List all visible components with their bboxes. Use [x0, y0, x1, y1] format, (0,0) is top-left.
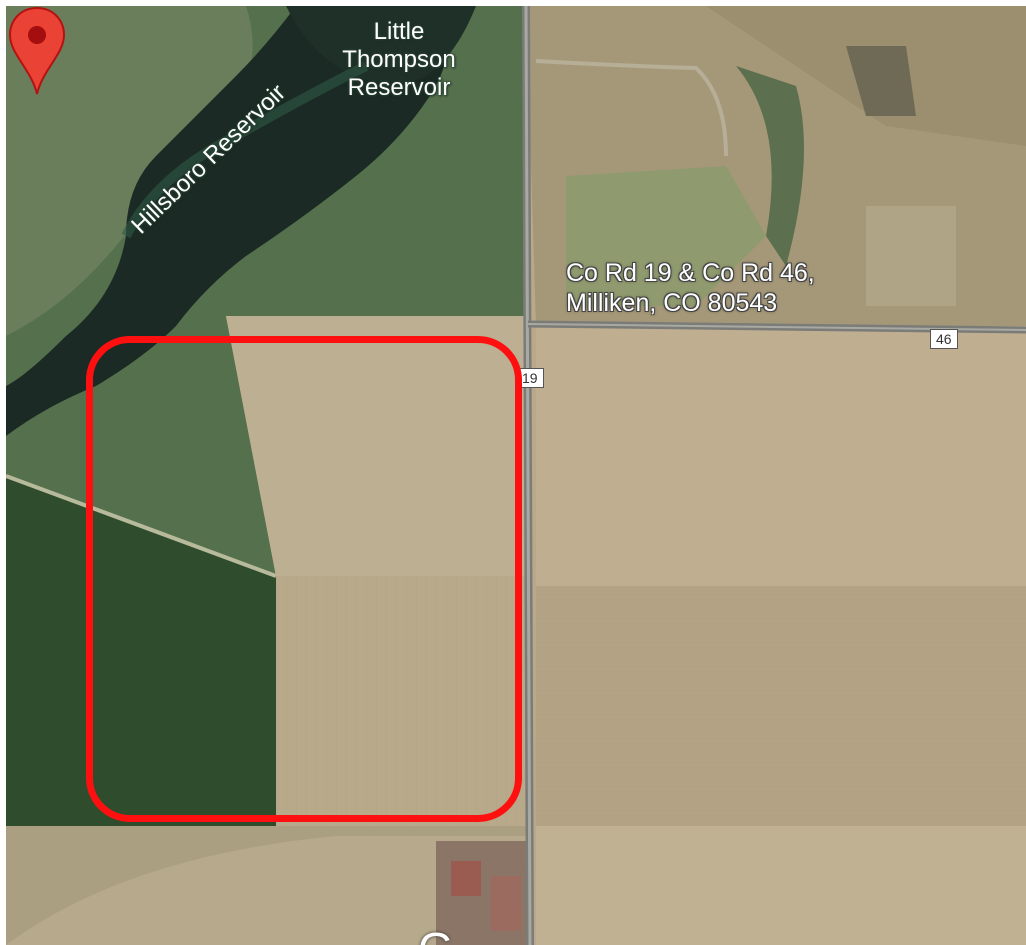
road-shield-46: 46: [930, 329, 958, 349]
lake-label-line: Thompson: [342, 46, 456, 73]
road-shield-19: 19: [516, 368, 544, 388]
highlight-outline: [86, 336, 522, 822]
address-line: Milliken, CO 80543: [566, 289, 778, 317]
green-crop-field: [6, 476, 276, 826]
satellite-map[interactable]: Little Thompson Reservoir Hillsboro Rese…: [6, 6, 1026, 945]
location-pin-icon[interactable]: [6, 6, 68, 96]
address-line: Co Rd 19 & Co Rd 46,: [566, 259, 815, 287]
partial-place-label: G: [418, 924, 454, 945]
lake-label-line: Little: [373, 18, 425, 45]
map-terrain: [6, 6, 1026, 945]
hillsboro-reservoir: [6, 6, 450, 436]
little-thompson-reservoir: [286, 6, 476, 84]
lake-label: Little Thompson Reservoir: [324, 18, 474, 102]
pin-address-label: Co Rd 19 & Co Rd 46, Milliken, CO 80543: [566, 258, 815, 318]
lake-label-line: Reservoir: [347, 74, 451, 101]
